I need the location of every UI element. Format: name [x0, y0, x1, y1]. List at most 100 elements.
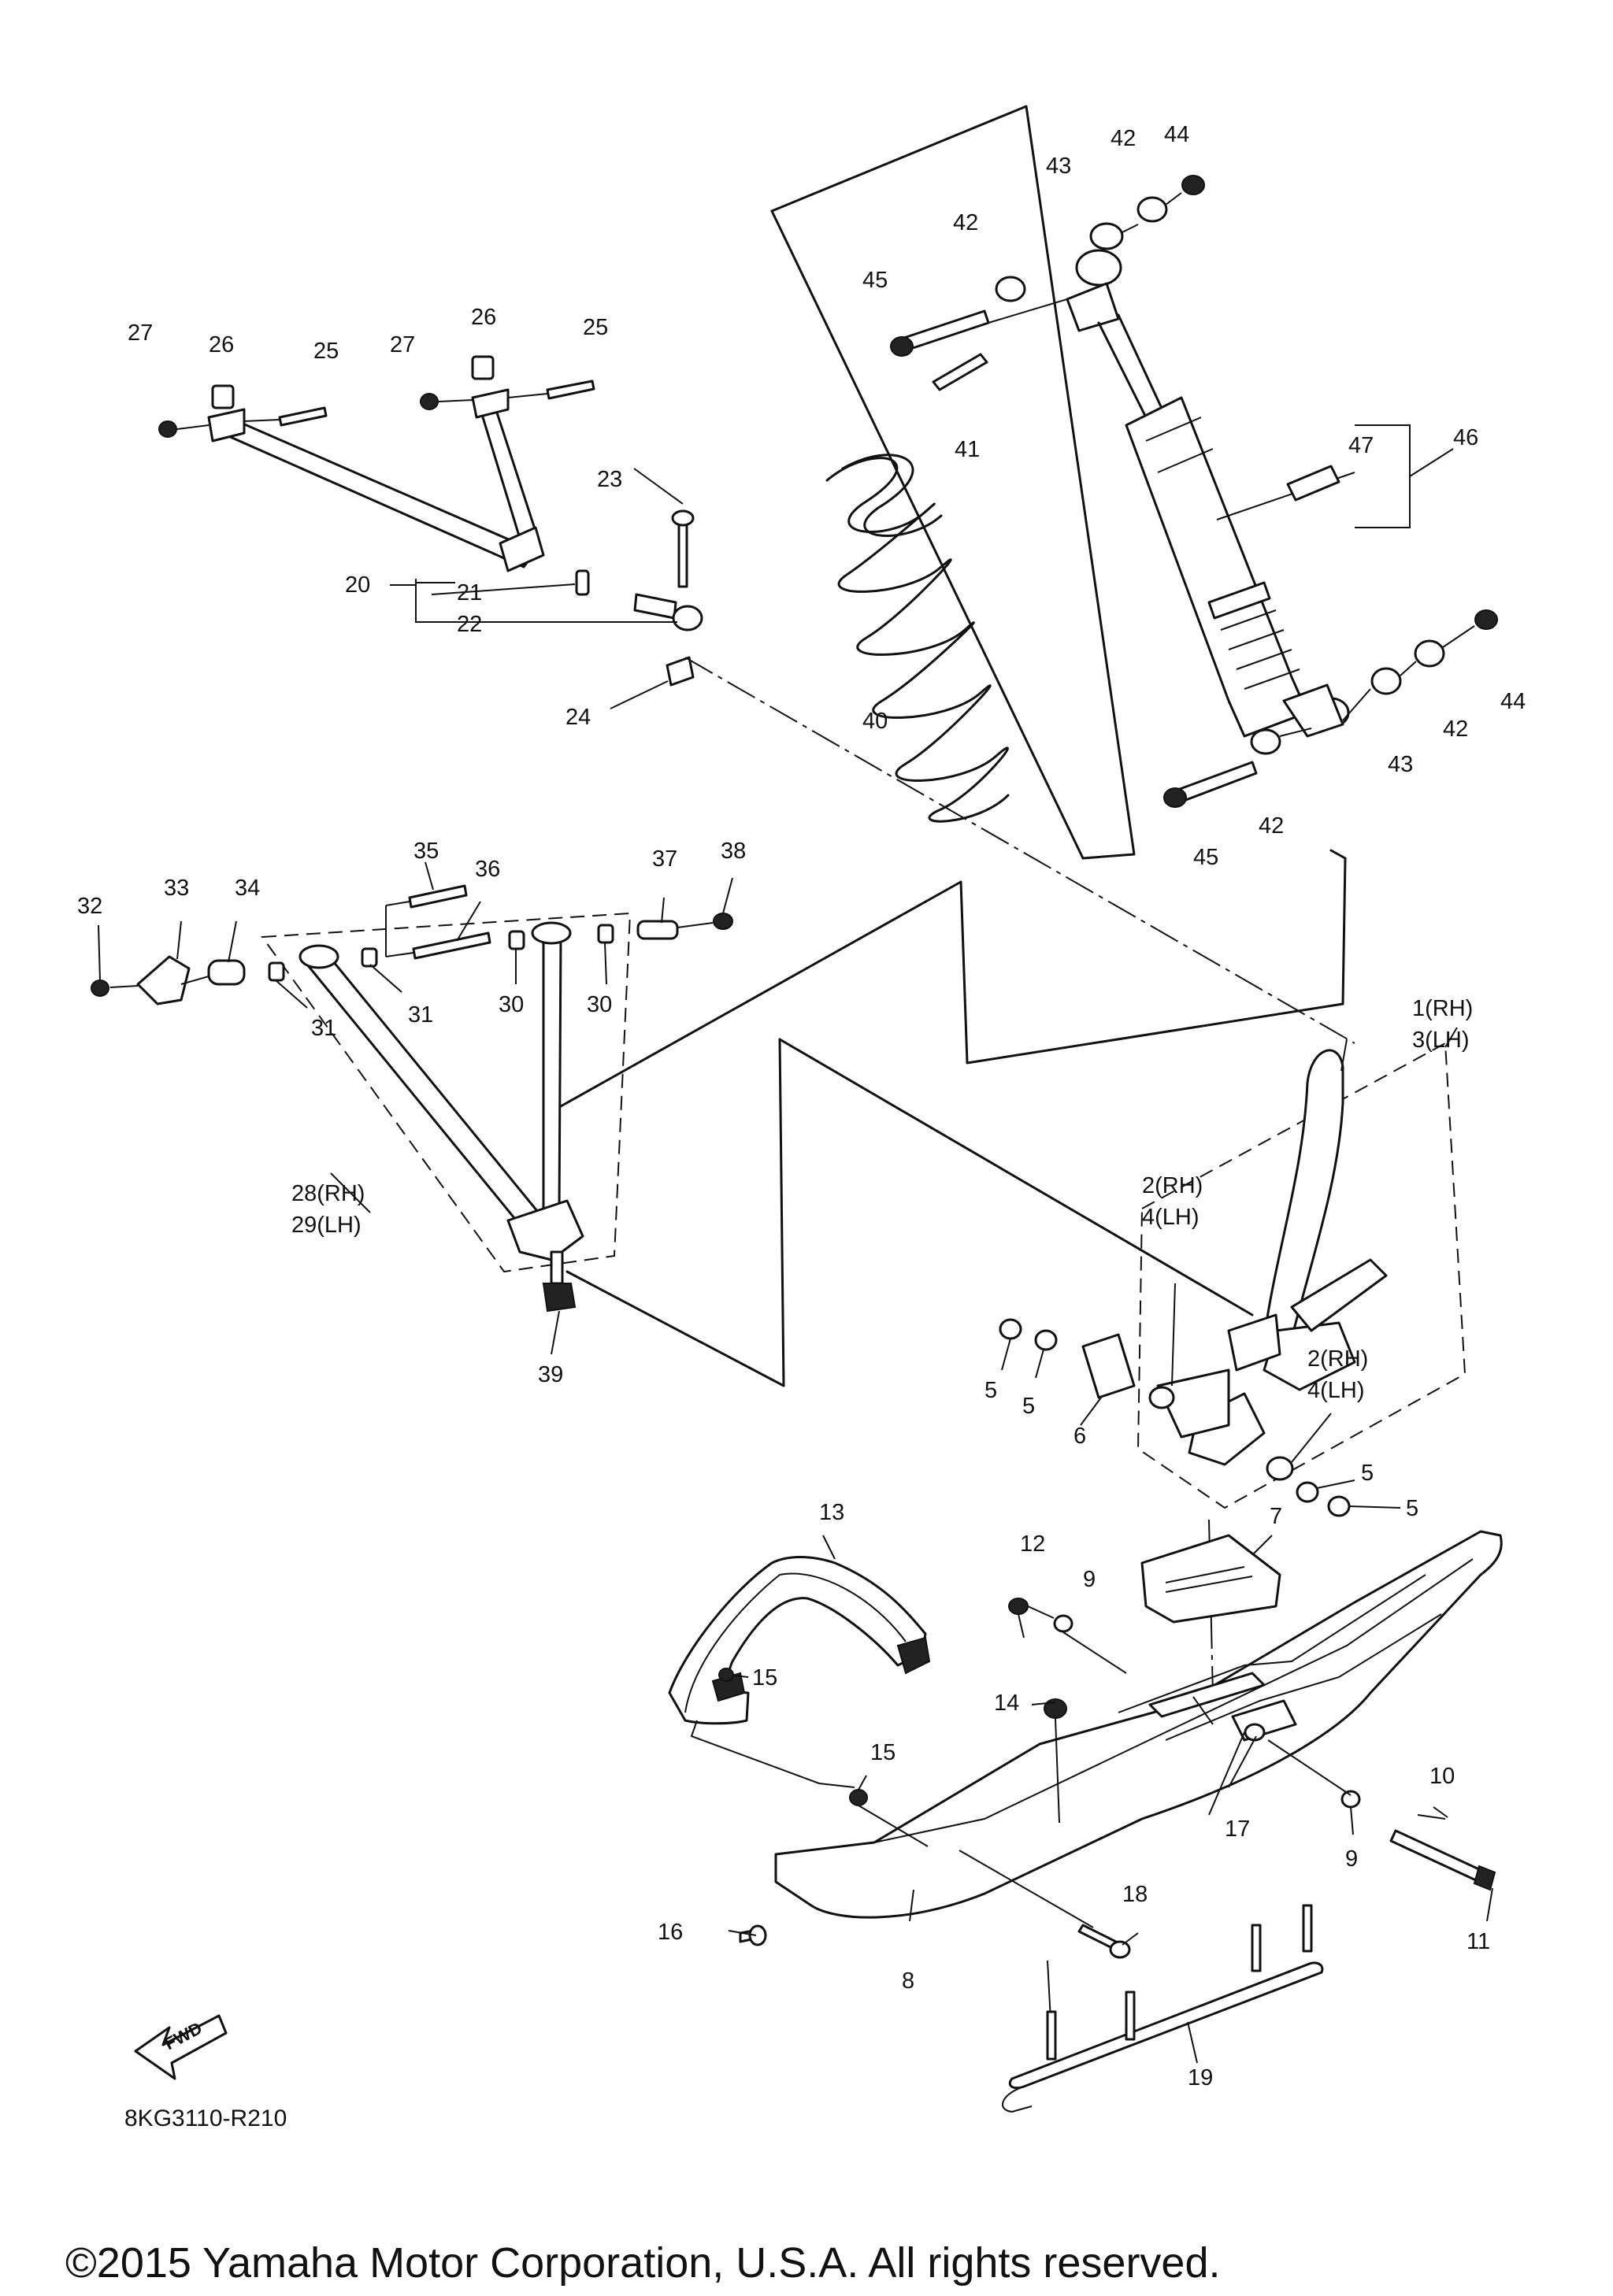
washer-5c: [1296, 1481, 1319, 1503]
callout-43a: 43: [1046, 154, 1071, 179]
lower-a-arm-assembly: [91, 861, 733, 1355]
washer-9b: [1340, 1790, 1361, 1809]
tie-rod-left-eye: [207, 408, 246, 443]
callout-27b: 27: [390, 332, 415, 357]
washer-42-top: [1137, 196, 1168, 223]
callout-30b: 30: [587, 992, 612, 1017]
callout-38: 38: [721, 839, 746, 864]
collar-43-top: [1089, 222, 1124, 250]
ball-joint-stud: [550, 1250, 564, 1285]
callout-3: 3(LH): [1412, 1028, 1470, 1053]
callout-labels: 1(RH) 3(LH) 2(RH) 4(LH) 2(RH) 4(LH) 5 5 …: [77, 122, 1526, 2090]
connect-line-shock-b: [1341, 857, 1347, 1005]
callout-12: 12: [1020, 1531, 1045, 1557]
callout-34: 34: [235, 876, 260, 901]
tie-rod-long-arm: [211, 416, 537, 568]
washer-9a: [1053, 1614, 1073, 1633]
callout-1: 1(RH): [1412, 996, 1473, 1021]
callout-18: 18: [1122, 1882, 1148, 1907]
callout-11: 11: [1467, 1929, 1490, 1954]
callout-33: 33: [164, 876, 189, 901]
nut-15b: [849, 1789, 868, 1806]
callout-44a: 44: [1164, 122, 1189, 147]
bolt-15a: [718, 1668, 734, 1682]
callout-32: 32: [77, 894, 102, 919]
connect-line-arm: [565, 1038, 785, 1387]
chain-line-tierod: [684, 657, 1355, 1044]
callout-27a: 27: [128, 320, 153, 346]
callout-23: 23: [597, 467, 622, 492]
bolt-35: [408, 884, 468, 909]
bolt-11: [1389, 1829, 1482, 1882]
callout-30a: 30: [499, 992, 524, 1017]
callout-7: 7: [1270, 1504, 1282, 1529]
callout-2a: 2(RH): [1142, 1173, 1203, 1198]
callout-20: 20: [345, 572, 370, 598]
callout-4a: 4(LH): [1142, 1205, 1200, 1230]
callout-5d: 5: [1406, 1496, 1418, 1521]
callout-45b: 45: [1193, 845, 1218, 870]
runner-stud-1: [1046, 2010, 1057, 2061]
runner-stud-2: [1125, 1990, 1136, 2041]
diagram-code: 8KG3110-R210: [124, 2105, 287, 2131]
callout-5c: 5: [1361, 1461, 1374, 1486]
lower-mount-hardware: [1163, 609, 1498, 808]
bushing-30a: [508, 930, 525, 950]
callout-44b: 44: [1500, 689, 1526, 714]
nut-38: [713, 913, 733, 930]
bolt-45-top: [900, 309, 990, 352]
a-arm-dashed-box: [261, 912, 632, 1273]
spindle-lower: [1263, 1321, 1356, 1391]
spindle-assembly: [999, 1027, 1467, 1517]
callout-42d: 42: [1259, 813, 1284, 839]
bushing-30b: [597, 924, 614, 944]
callout-16: 16: [658, 1920, 683, 1945]
spindle-foot: [1188, 1392, 1266, 1466]
callout-6: 6: [1073, 1424, 1086, 1449]
collar-6: [1081, 1333, 1136, 1399]
callout-31b: 31: [408, 1002, 433, 1028]
callout-10: 10: [1429, 1764, 1455, 1789]
tie-rod-top-eye: [471, 388, 510, 419]
nut-39: [542, 1283, 577, 1313]
washer-5a: [999, 1318, 1022, 1340]
rod-end-22: [633, 593, 677, 620]
callout-24: 24: [565, 705, 591, 730]
shock-frame-diagonal: [770, 209, 1085, 860]
callout-39: 39: [538, 1362, 563, 1387]
callout-41: 41: [955, 437, 980, 462]
callout-5b: 5: [1022, 1394, 1035, 1419]
callout-43b: 43: [1388, 752, 1413, 777]
a-arm-spindle-mount: [506, 1199, 584, 1261]
upper-mount-hardware: [890, 175, 1205, 391]
nut-32: [91, 980, 109, 997]
collar-37: [636, 920, 679, 940]
connect-line-shock: [559, 880, 1344, 1108]
washer-5b: [1034, 1329, 1058, 1351]
callout-28: 28(RH): [291, 1181, 365, 1206]
tie-rod-assembly: [158, 355, 703, 709]
spacer-24: [666, 656, 695, 687]
callout-14: 14: [994, 1691, 1019, 1716]
callout-4b: 4(LH): [1307, 1378, 1365, 1403]
callout-15a: 15: [752, 1665, 777, 1691]
collar-34: [207, 959, 246, 986]
callout-40: 40: [862, 709, 888, 734]
bolt-25-right: [546, 380, 595, 400]
nut-27-right: [420, 393, 439, 410]
callout-46: 46: [1453, 425, 1478, 450]
callout-9b: 9: [1345, 1846, 1358, 1872]
collar-43-bottom: [1370, 667, 1402, 695]
copyright-notice: ©2015 Yamaha Motor Corporation, U.S.A. A…: [65, 2239, 1221, 2287]
bushing-2-right: [1266, 1456, 1294, 1481]
nut-27-left: [158, 420, 177, 438]
a-arm-rear-tube: [542, 935, 562, 1214]
callout-29: 29(LH): [291, 1213, 362, 1238]
pin-41: [932, 353, 988, 391]
coil-spring: [825, 454, 1010, 823]
callout-42b: 42: [953, 210, 978, 235]
ski-assembly: [668, 1519, 1503, 2113]
callout-9a: 9: [1083, 1567, 1096, 1592]
washer-5d: [1327, 1495, 1351, 1517]
